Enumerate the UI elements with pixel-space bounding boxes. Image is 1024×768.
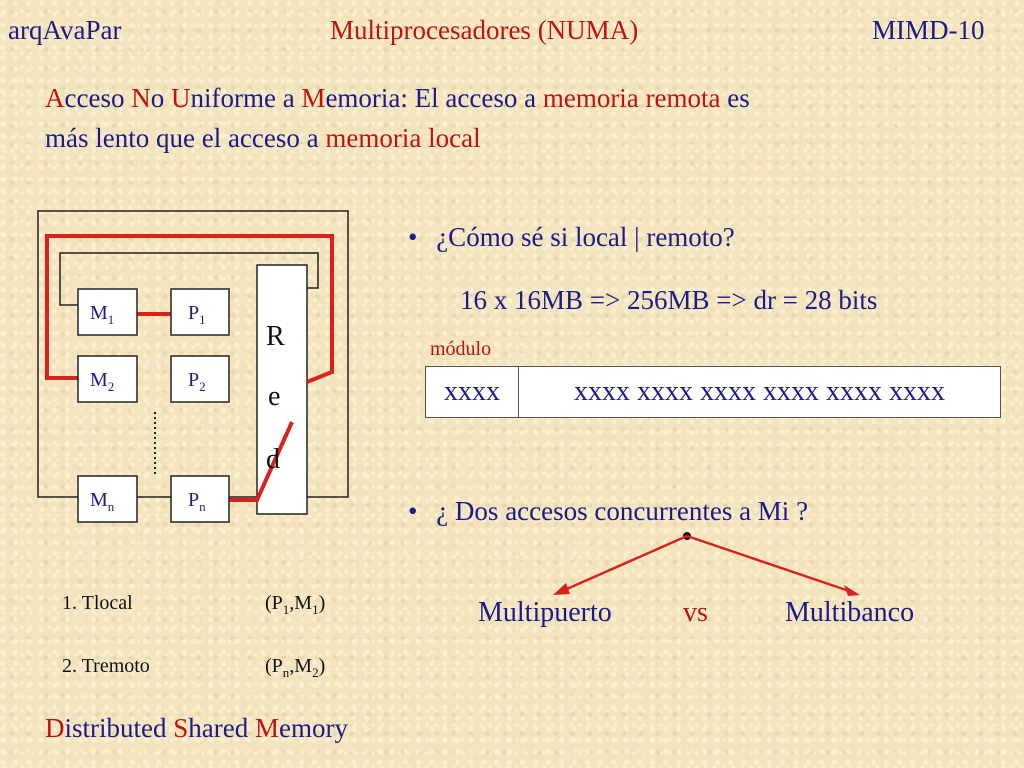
network-box <box>256 264 308 515</box>
slide-number: MIMD-10 <box>872 15 985 45</box>
local-memory-term: memoria local <box>325 123 481 153</box>
timing-local-pair: (P1,M1) <box>265 592 326 617</box>
option-multipuerto: Multipuerto <box>478 597 612 628</box>
network-letter-d: d <box>266 444 280 475</box>
network-letter-r: R <box>266 321 285 352</box>
bullet-marker: • <box>408 496 418 526</box>
intro-line-1: Acceso No Uniforme a Memoria: El acceso … <box>45 83 750 113</box>
arrowhead-right <box>844 585 860 596</box>
pn-link-line <box>229 421 294 502</box>
bullet-local-remote: • ¿Cómo sé si local | remoto? <box>408 222 735 252</box>
acronym-letter-a: A <box>45 83 65 113</box>
option-multibanco: Multibanco <box>785 597 915 628</box>
remote-link-line <box>45 234 334 384</box>
network-letter-e: e <box>268 381 280 412</box>
address-module-bits: xxxx <box>426 367 519 417</box>
timing-remote-label: 2. Tremoto <box>62 655 150 677</box>
processor-label-2: P2 <box>188 369 206 394</box>
arrowhead-left <box>553 583 570 595</box>
module-caption: módulo <box>430 338 492 360</box>
processor-box-1 <box>170 288 230 336</box>
timing-remote-pair: (Pn,M2) <box>265 655 326 680</box>
timing-local-label: 1. Tlocal <box>62 592 133 614</box>
memory-label-2: M2 <box>90 369 114 394</box>
bullet-marker: • <box>408 222 418 252</box>
memory-box-1 <box>77 288 138 336</box>
processor-label-n: Pn <box>188 489 206 514</box>
footer-dsm: Distributed Shared Memory <box>45 713 348 743</box>
course-code: arqAvaPar <box>8 15 122 45</box>
versus-label: vs <box>683 597 708 628</box>
processor-box-2 <box>170 355 230 403</box>
arrow-to-multipuerto <box>559 534 688 594</box>
memory-box-n <box>77 475 138 523</box>
remote-memory-term: memoria remota <box>542 83 721 113</box>
acronym-letter-m: M <box>301 83 326 113</box>
local-bus-line <box>59 252 319 306</box>
processor-box-n <box>170 475 230 523</box>
memory-label-1: M1 <box>90 302 114 327</box>
memory-box-2 <box>77 355 138 403</box>
acronym-letter-n: N <box>131 83 151 113</box>
processor-label-1: P1 <box>188 302 206 327</box>
slide-title: Multiprocesadores (NUMA) <box>330 15 639 45</box>
acronym-letter-u: U <box>170 83 191 113</box>
arrow-to-multibanco <box>686 534 853 594</box>
intro-line-2: más lento que el acceso a memoria local <box>45 123 481 153</box>
memory-label-n: Mn <box>90 489 115 514</box>
address-field: xxxx xxxx xxxx xxxx xxxx xxxx xxxx <box>425 366 1001 418</box>
address-calculation: 16 x 16MB => 256MB => dr = 28 bits <box>460 285 878 315</box>
address-offset-bits: xxxx xxxx xxxx xxxx xxxx xxxx <box>574 376 945 407</box>
bullet-concurrent-access: • ¿ Dos accesos concurrentes a Mi ? <box>408 496 809 526</box>
